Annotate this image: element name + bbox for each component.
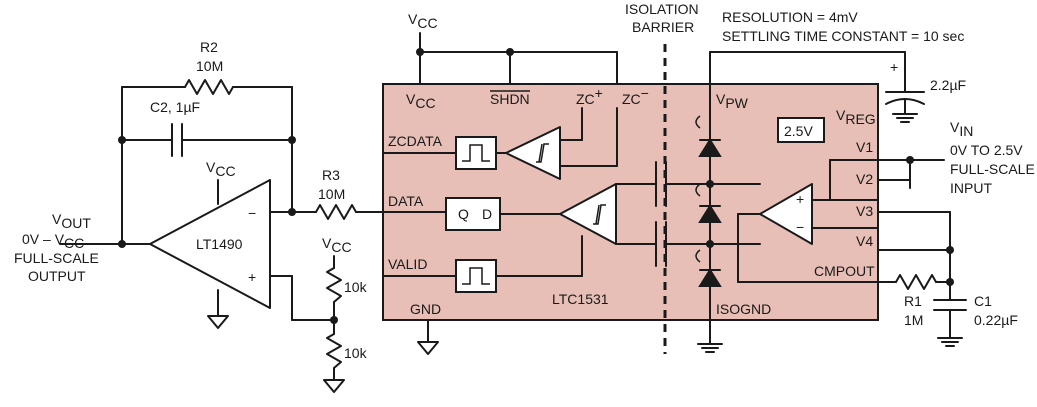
vin-label: VIN <box>950 119 973 139</box>
vcc-main-label: VCC <box>408 11 438 31</box>
r3-value: 10M <box>318 186 345 202</box>
data-label: DATA <box>388 193 424 209</box>
isolated-comparator <box>737 183 879 283</box>
vreg-label: VREG <box>836 107 876 127</box>
settling-label: SETTLING TIME CONSTANT = 10 sec <box>722 28 964 44</box>
isolated-power-rail <box>695 51 925 353</box>
lt1490-plus: + <box>248 269 256 285</box>
c1-value: 0.22µF <box>974 312 1018 328</box>
ltc1531-label: LTC1531 <box>552 291 609 307</box>
vcc-rail-top <box>416 32 618 85</box>
comparator-minus: − <box>796 219 804 235</box>
ref-2v5-block <box>777 117 825 143</box>
c1-label: C1 <box>974 293 992 309</box>
resolution-label: RESOLUTION = 4mV <box>722 9 858 25</box>
feedback-network <box>118 79 296 245</box>
isolation-label-2: BARRIER <box>632 19 694 35</box>
isolation-label-1: ISOLATION <box>625 1 699 17</box>
vcc-div-label: VCC <box>322 235 352 255</box>
ref-2v5-label: 2.5V <box>784 123 813 139</box>
zc-plus-label: ZC+ <box>576 85 603 107</box>
vin-input: INPUT <box>950 180 992 196</box>
v1-label: V1 <box>856 139 873 155</box>
vcc-amp-label: VCC <box>206 159 236 179</box>
r-bot-value: 10k <box>344 345 368 361</box>
r2-value: 10M <box>196 58 223 74</box>
vout-output: OUTPUT <box>28 268 86 284</box>
text-labels: VCC VCC SHDN ZC+ ZC− ISOLATION BARRIER R… <box>14 1 1035 361</box>
input-wiring <box>829 156 967 347</box>
zcdata-label: ZCDATA <box>388 133 443 149</box>
shdn-label: SHDN <box>490 91 530 107</box>
isognd-label: ISOGND <box>716 301 771 317</box>
valid-block <box>382 235 583 293</box>
r3-resistor <box>291 204 447 220</box>
vin-range: 0V TO 2.5V <box>950 142 1023 158</box>
r3-label: R3 <box>322 167 340 183</box>
data-flipflop <box>445 183 617 245</box>
vin-fullscale: FULL-SCALE <box>950 161 1035 177</box>
vpw-label: VPW <box>716 91 749 111</box>
v2-label: V2 <box>856 171 873 187</box>
divider-network <box>323 255 345 393</box>
vcc-chip-label: VCC <box>406 91 436 111</box>
lt1490-label: LT1490 <box>196 236 243 252</box>
r1-value: 1M <box>904 312 923 328</box>
cap-2u2-plus: + <box>890 59 898 75</box>
r-top-value: 10k <box>344 279 368 295</box>
q-label: Q <box>458 206 469 222</box>
lt1490-minus: − <box>248 205 256 221</box>
cap-2u2-label: 2.2µF <box>930 77 966 93</box>
chip-gnd <box>417 319 439 355</box>
v4-label: V4 <box>856 233 873 249</box>
d-label: D <box>482 206 492 222</box>
v3-label: V3 <box>856 203 873 219</box>
vout-fullscale: FULL-SCALE <box>14 250 99 266</box>
comparator-plus: + <box>796 191 804 207</box>
c2-label: C2, 1µF <box>150 99 200 115</box>
zcdata-block <box>382 107 618 180</box>
vout-label: VOUT <box>52 211 91 231</box>
valid-label: VALID <box>388 256 427 272</box>
zc-minus-label: ZC− <box>622 85 649 107</box>
vout-range: 0V – VCC <box>22 231 84 251</box>
r1-label: R1 <box>904 293 922 309</box>
gnd-label: GND <box>410 301 441 317</box>
r2-label: R2 <box>200 39 218 55</box>
cmpout-label: CMPOUT <box>814 263 875 279</box>
